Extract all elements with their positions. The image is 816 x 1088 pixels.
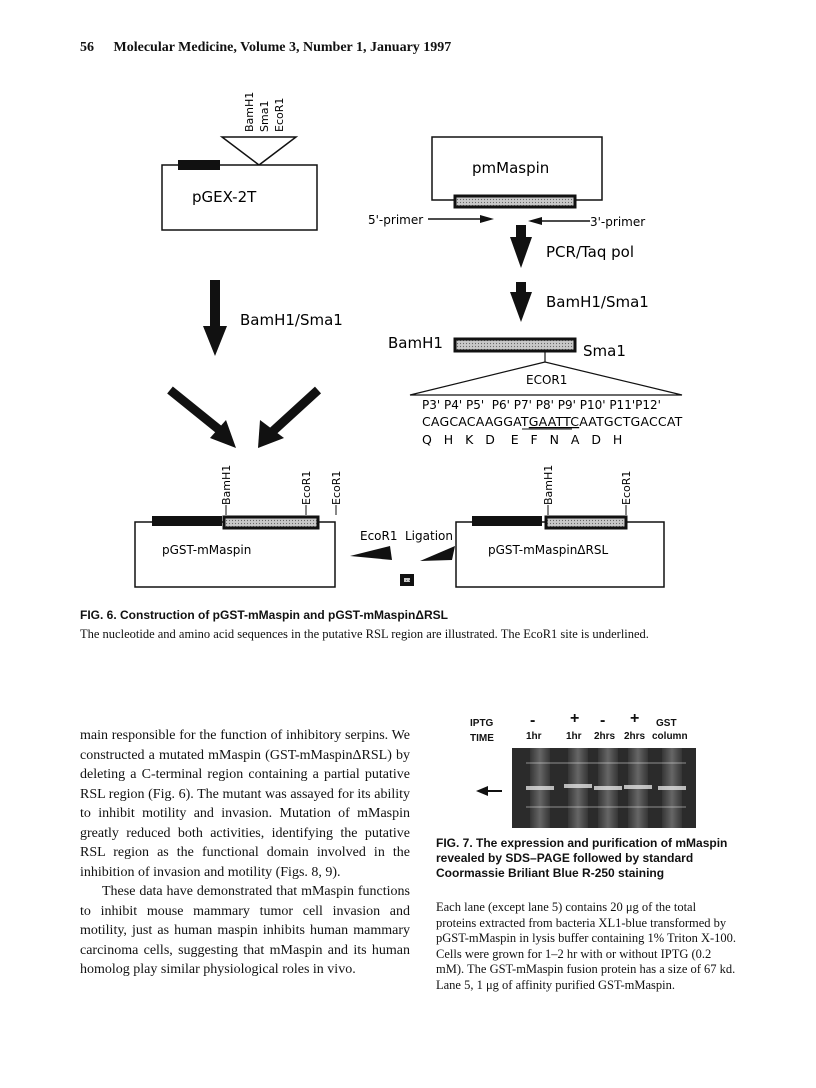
left-plasmid-sites: BamH1 EcoR1 EcoR1 — [220, 465, 343, 505]
amino-acid-sequence: Q H K D E F N A D H — [422, 432, 622, 447]
mcs-insertion-triangle — [219, 136, 299, 166]
right-plasmid-sites: BamH1 EcoR1 — [542, 465, 633, 505]
gel-gst-label: GST — [656, 718, 677, 729]
left-site-bamh1: BamH1 — [220, 465, 233, 505]
gel-iptg-lane2: + — [570, 710, 580, 727]
gel-column-label: column — [652, 731, 688, 742]
gel-iptg-label: IPTG — [470, 718, 494, 729]
right-site-ecor1: EcoR1 — [620, 471, 633, 505]
gel-time-lane1: 1hr — [526, 731, 542, 742]
insert-left-site: BamH1 — [388, 334, 443, 352]
site-label-ecor1: EcoR1 — [273, 98, 286, 132]
body-paragraph-1: main responsible for the function of inh… — [80, 728, 410, 880]
site-labels-top: BamH1 Sma1 EcoR1 — [243, 92, 286, 132]
figure6-diagram: BamH1 Sma1 EcoR1 pGEX-2T pmMaspin 5'-pri… — [134, 92, 683, 588]
pgst-mmaspin-drsl-plasmid — [455, 521, 665, 588]
gel-iptg-lane3: - — [600, 712, 606, 729]
ecor1-label: ECOR1 — [526, 373, 567, 387]
gel-iptg-lane1: - — [530, 712, 536, 729]
nucleotide-ecor1-site: GAATTC — [529, 414, 579, 429]
gst-gene-bar — [178, 160, 220, 170]
fig7-caption-body: Each lane (except lane 5) contains 20 μg… — [436, 900, 737, 992]
gel-time-lane3: 2hrs — [594, 731, 616, 742]
insert-right-site: Sma1 — [583, 342, 626, 360]
pcr-label: PCR/Taq pol — [546, 243, 634, 261]
step-ecor1-label: EcoR1 — [360, 529, 398, 543]
body-paragraph-2: These data have demonstrated that mMaspi… — [80, 884, 410, 977]
gel-time-label: TIME — [470, 733, 494, 744]
nucleotide-pre: CAGCACAAGGAT — [422, 414, 529, 429]
sequence-zoom-triangle — [409, 361, 683, 396]
right-site-bamh1: BamH1 — [542, 465, 555, 505]
digest-label-right: BamH1/Sma1 — [546, 293, 649, 311]
vector-label: pGEX-2T — [192, 188, 257, 206]
nucleotide-sequence: CAGCACAAGGATGAATTCAATGCTGACCAT — [422, 414, 683, 429]
step-ligation-label: Ligation — [405, 529, 453, 543]
gel-band-arrow — [476, 782, 502, 801]
pgst-mmaspin-plasmid — [134, 521, 336, 588]
converging-arrows — [167, 386, 322, 448]
pmmaspin-plasmid — [431, 136, 603, 201]
fig6-caption-title: FIG. 6. Construction of pGST-mMaspin and… — [80, 608, 448, 622]
ecor1-digest-arrow — [350, 546, 392, 560]
site-label-bamh1: BamH1 — [243, 92, 256, 132]
gel-iptg-lane4: + — [630, 710, 640, 727]
pgex2t-plasmid — [161, 164, 318, 231]
primer3-label: 3'-primer — [590, 215, 645, 229]
nucleotide-post: AATGCTGACCAT — [579, 414, 682, 429]
gel-time-lane4: 2hrs — [624, 731, 646, 742]
left-plasmid-label: pGST-mMaspin — [162, 543, 251, 557]
pcr-arrow — [510, 237, 532, 268]
sds-page-gel-image — [512, 748, 696, 828]
gel-time-lane2: 1hr — [566, 731, 582, 742]
body-text-column: main responsible for the function of inh… — [80, 726, 410, 980]
page-number: 56 — [80, 40, 94, 55]
positions-row: P3' P4' P5' P6' P7' P8' P9' P10' P11'P12… — [422, 398, 661, 412]
left-site-ecor1-a: EcoR1 — [300, 471, 313, 505]
pmmaspin-label: pmMaspin — [472, 159, 549, 177]
right-plasmid-label: pGST-mMaspinΔRSL — [488, 543, 608, 557]
digest-arrow-left — [203, 326, 227, 356]
digest-arrow-right — [510, 292, 532, 322]
digest-label-left: BamH1/Sma1 — [240, 311, 343, 329]
digested-insert-bar — [453, 337, 577, 353]
left-site-ecor1-b: EcoR1 — [330, 471, 343, 505]
site-label-sma1: Sma1 — [258, 101, 271, 132]
maspin-insert-bar — [453, 194, 577, 209]
fig6-caption-body: The nucleotide and amino acid sequences … — [80, 627, 649, 641]
fig7-caption-title: FIG. 7. The expression and purification … — [436, 836, 728, 880]
primer5-label: 5'-primer — [368, 213, 423, 227]
running-header: 56 Molecular Medicine, Volume 3, Number … — [80, 40, 451, 56]
ligation-arrow — [420, 546, 455, 561]
running-title: Molecular Medicine, Volume 3, Number 1, … — [113, 40, 452, 55]
